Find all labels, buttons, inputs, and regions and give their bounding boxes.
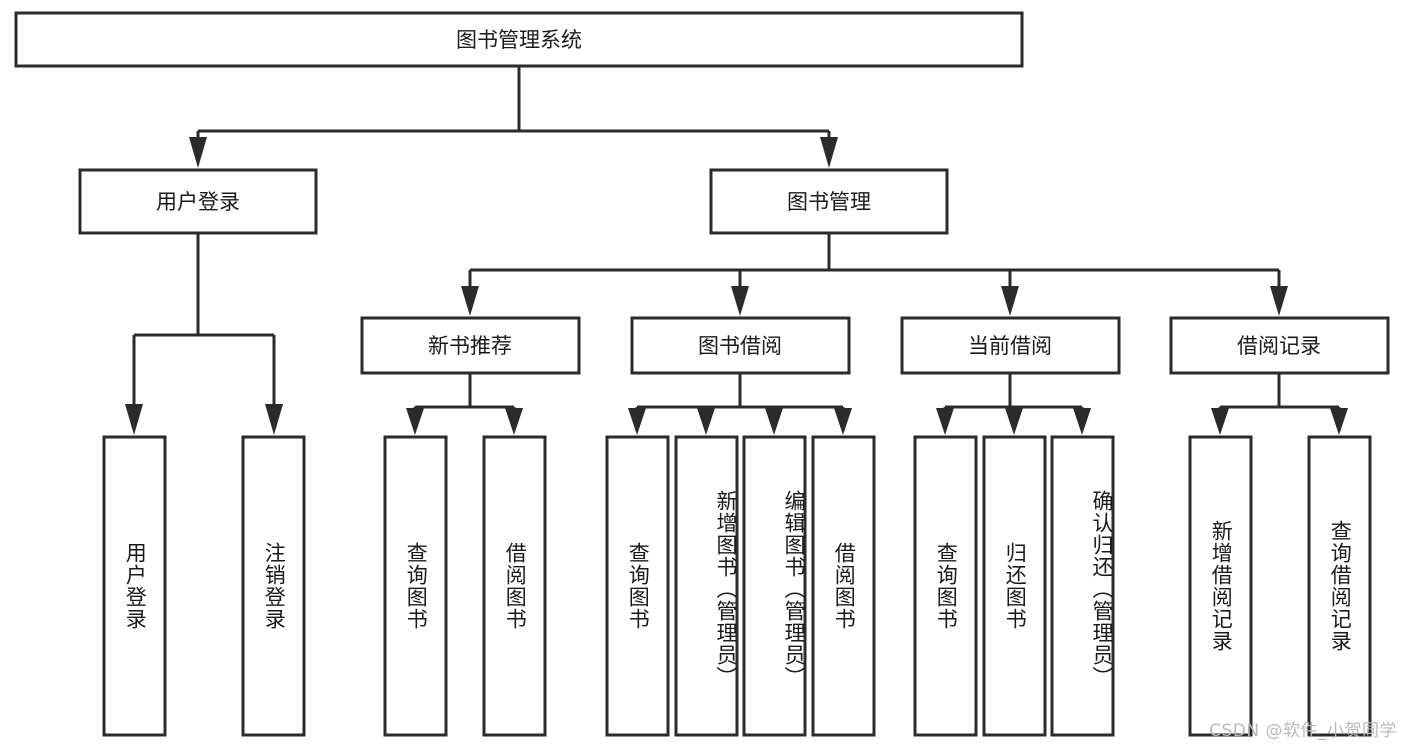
node-current-borrow[interactable]: 当前借阅 bbox=[900, 316, 1121, 375]
arrowhead-leaf-query-record bbox=[1330, 408, 1348, 435]
node-book-management-label: 图书管理 bbox=[787, 190, 871, 214]
leaf-box-add-borrow-record[interactable] bbox=[1188, 435, 1253, 737]
node-current-borrow-box[interactable] bbox=[900, 316, 1121, 375]
node-user-login-label: 用户登录 bbox=[156, 190, 240, 214]
node-root-system-label: 图书管理系统 bbox=[456, 28, 582, 52]
arrowhead-borrow-record bbox=[1270, 286, 1288, 316]
leaf-box-query-borrow-record[interactable] bbox=[1307, 435, 1372, 737]
leaf-box-query-book-borrow[interactable] bbox=[605, 435, 670, 737]
node-new-book-recommend[interactable]: 新书推荐 bbox=[360, 316, 581, 375]
leaf-box-user-login[interactable] bbox=[102, 435, 167, 737]
arrowhead-book-mgmt bbox=[820, 137, 838, 168]
leaf-box-query-book-current[interactable] bbox=[913, 435, 978, 737]
arrowhead-new-book-rec bbox=[461, 286, 479, 316]
node-borrow-record-box[interactable] bbox=[1169, 316, 1390, 375]
arrowhead-leaf-borrow-book-1 bbox=[505, 408, 523, 435]
leaf-box-logout[interactable] bbox=[241, 435, 306, 737]
arrowhead-leaf-borrow-book-2 bbox=[834, 408, 852, 435]
leaf-box-borrow-book-newrec[interactable] bbox=[482, 435, 547, 737]
node-book-borrow-box[interactable] bbox=[630, 316, 851, 375]
arrowhead-leaf-edit-book bbox=[765, 408, 783, 435]
node-borrow-record-label: 借阅记录 bbox=[1237, 334, 1321, 358]
node-current-borrow-label: 当前借阅 bbox=[968, 334, 1052, 358]
arrowhead-leaf-add-record bbox=[1211, 408, 1229, 435]
arrowhead-leaf-return-book bbox=[1005, 408, 1023, 435]
node-root-system[interactable]: 图书管理系统 bbox=[14, 11, 1024, 68]
arrowhead-leaf-user-login bbox=[125, 404, 143, 435]
node-book-borrow-label: 图书借阅 bbox=[698, 334, 782, 358]
arrowhead-current-borrow bbox=[1001, 286, 1019, 316]
leaf-box-confirm-return-admin[interactable] bbox=[1050, 435, 1115, 737]
leaf-box-layer bbox=[102, 435, 1372, 737]
node-borrow-record[interactable]: 借阅记录 bbox=[1169, 316, 1390, 375]
arrowhead-book-borrow bbox=[731, 286, 749, 316]
leaf-box-return-book[interactable] bbox=[982, 435, 1047, 737]
node-user-login[interactable]: 用户登录 bbox=[78, 168, 318, 235]
leaf-box-edit-book-admin[interactable] bbox=[742, 435, 807, 737]
csdn-watermark: CSDN @软件_小贺同学 bbox=[1209, 721, 1397, 741]
node-book-borrow[interactable]: 图书借阅 bbox=[630, 316, 851, 375]
node-root-system-box[interactable] bbox=[14, 11, 1024, 68]
arrowhead-leaf-query-book-1 bbox=[406, 408, 424, 435]
node-book-management[interactable]: 图书管理 bbox=[709, 168, 949, 235]
arrowhead-leaf-query-book-3 bbox=[936, 408, 954, 435]
node-new-book-recommend-box[interactable] bbox=[360, 316, 581, 375]
arrowhead-leaf-add-book bbox=[697, 408, 715, 435]
leaf-box-borrow-book[interactable] bbox=[811, 435, 876, 737]
arrowhead-leaf-confirm-return bbox=[1073, 408, 1091, 435]
node-book-management-box[interactable] bbox=[709, 168, 949, 235]
arrowhead-user-login bbox=[189, 137, 207, 168]
node-user-login-box[interactable] bbox=[78, 168, 318, 235]
arrowhead-leaf-logout bbox=[265, 404, 283, 435]
leaf-box-add-book-admin[interactable] bbox=[674, 435, 739, 737]
arrowhead-leaf-query-book-2 bbox=[628, 408, 646, 435]
node-new-book-recommend-label: 新书推荐 bbox=[428, 334, 512, 358]
connector-layer bbox=[125, 66, 1348, 435]
leaf-box-query-book-newrec[interactable] bbox=[383, 435, 448, 737]
